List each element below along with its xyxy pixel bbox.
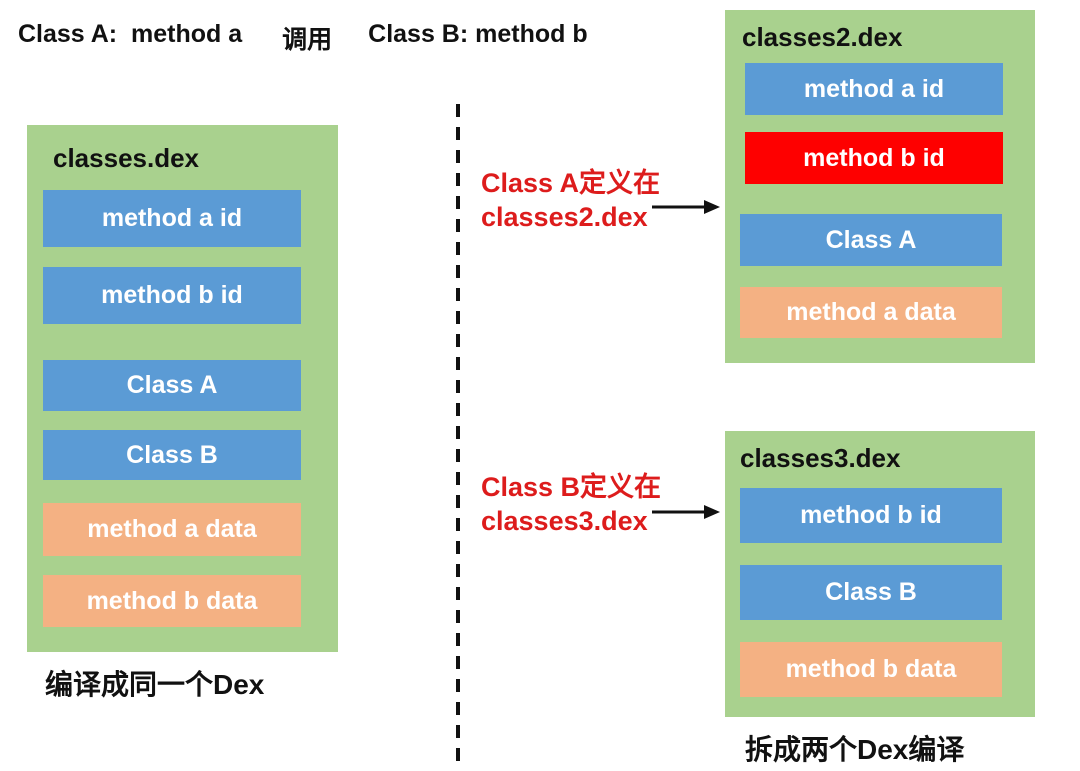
arrow-right-icon [652, 503, 720, 521]
annotation-class-a: Class A定义在 classes2.dex [481, 166, 660, 234]
annotation-class-a-line2: classes2.dex [481, 202, 648, 232]
block-method-b-id: method b id [43, 267, 301, 324]
block-method-b-data: method b data [740, 642, 1002, 697]
block-method-a-data: method a data [43, 503, 301, 556]
block-method-a-id: method a id [43, 190, 301, 247]
annotation-class-a-line1: Class A定义在 [481, 168, 661, 198]
classes2-dex-title: classes2.dex [742, 22, 903, 52]
block-method-b-id: method b id [745, 132, 1003, 184]
annotation-class-b: Class B定义在 classes3.dex [481, 470, 661, 538]
block-class-a: Class A [43, 360, 301, 411]
block-class-b: Class B [43, 430, 301, 480]
block-method-a-data: method a data [740, 287, 1002, 338]
block-method-b-id: method b id [740, 488, 1002, 543]
right-panel-caption: 拆成两个Dex编译 [745, 734, 965, 765]
classes-dex-panel: classes.dex method a id method b id Clas… [27, 125, 338, 652]
title-spacer [332, 20, 368, 56]
classes2-dex-panel: classes2.dex method a id method b id Cla… [725, 10, 1035, 363]
annotation-class-b-line2: classes3.dex [481, 506, 648, 536]
block-method-a-id: method a id [745, 63, 1003, 115]
annotation-class-b-line1: Class B定义在 [481, 472, 662, 502]
diagram-title-left: Class A: method a [18, 20, 243, 48]
arrow-right-icon [652, 198, 720, 216]
classes-dex-title: classes.dex [53, 143, 200, 173]
dashed-divider [456, 104, 460, 771]
left-panel-caption: 编译成同一个Dex [45, 669, 265, 700]
block-method-b-data: method b data [43, 575, 301, 627]
block-class-a: Class A [740, 214, 1002, 266]
classes3-dex-title: classes3.dex [740, 443, 901, 473]
classes3-dex-panel: classes3.dex method b id Class B method … [725, 431, 1035, 717]
diagram-title-right: Class B: method b [368, 20, 588, 48]
title-spacer [242, 20, 282, 56]
diagram-title: Class A: method a 调用 Class B: method b [18, 20, 588, 56]
diagram-title-middle: 调用 [282, 26, 333, 54]
block-class-b: Class B [740, 565, 1002, 620]
